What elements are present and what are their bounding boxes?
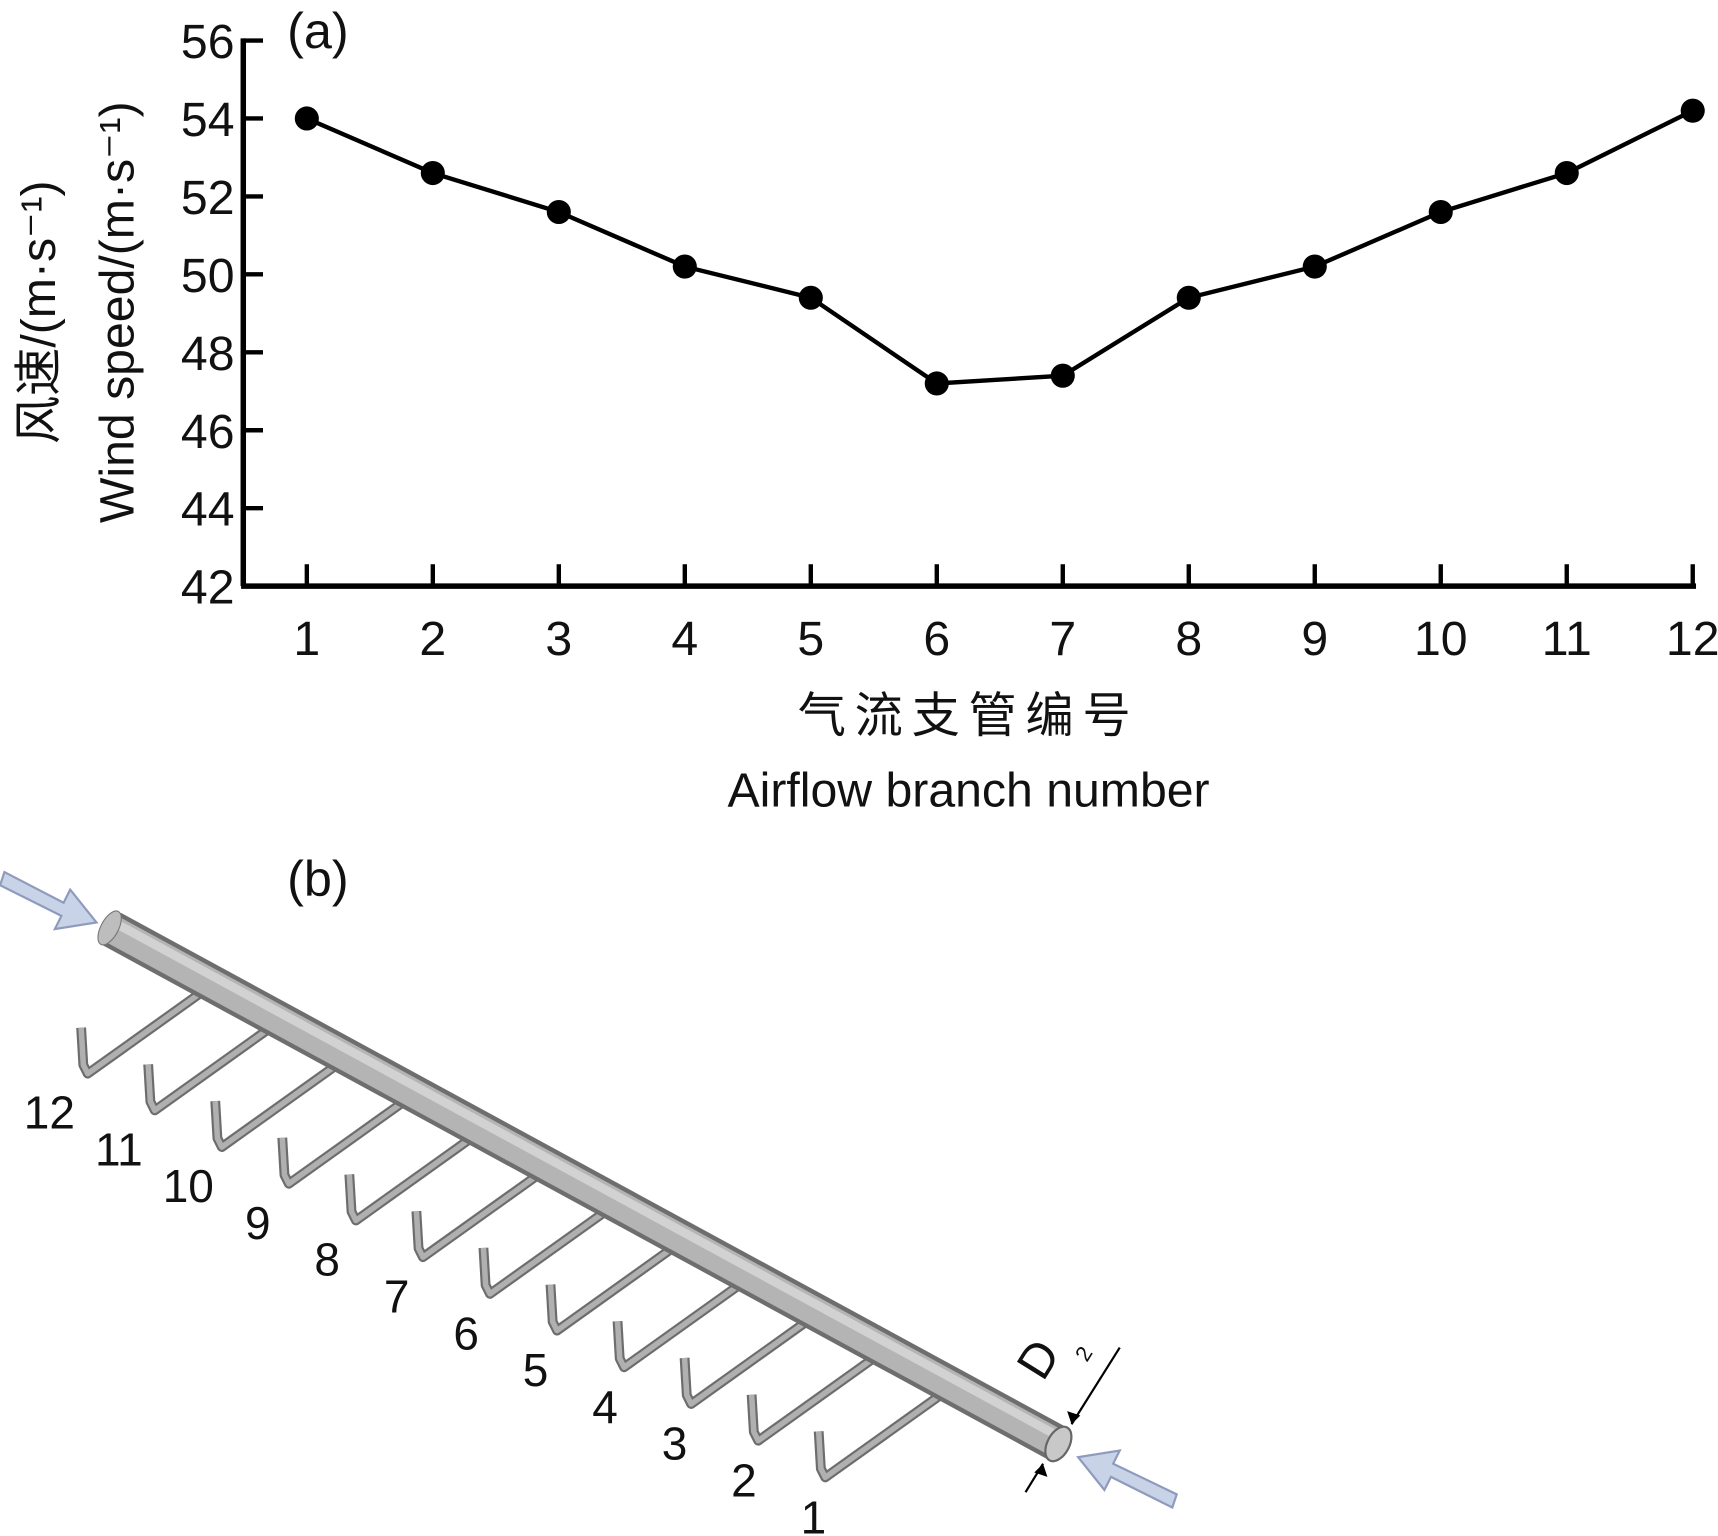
chart-axes [240, 38, 1697, 589]
branch-label: 12 [24, 1086, 75, 1138]
y-tick-label: 42 [181, 561, 235, 615]
data-point [546, 199, 571, 225]
branch-label: 7 [384, 1271, 410, 1323]
data-point [294, 106, 319, 131]
data-point [1428, 199, 1453, 225]
x-tick-label: 6 [923, 612, 950, 666]
x-tick-label: 3 [545, 612, 572, 666]
dimension-label: D [1007, 1330, 1071, 1388]
y-tick-label: 54 [181, 93, 235, 147]
branch-label: 5 [523, 1344, 549, 1396]
data-point [1302, 254, 1327, 279]
x-tick-label: 1 [293, 612, 320, 666]
data-point [1554, 160, 1579, 186]
series-points [294, 98, 1705, 396]
x-tick-label: 12 [1666, 612, 1718, 666]
branch-label: 4 [592, 1381, 618, 1433]
inlet-arrow-right [1076, 1449, 1179, 1510]
x-tick-label: 10 [1414, 612, 1468, 666]
airflow-branches [76, 987, 944, 1483]
data-point [924, 371, 949, 396]
data-point [1680, 98, 1705, 123]
x-axis-label: Airflow branch number [728, 763, 1210, 817]
data-point [798, 285, 823, 310]
y-tick-label: 52 [181, 171, 235, 225]
x-tick-label: 5 [797, 612, 824, 666]
x-tick-label: 2 [419, 612, 446, 666]
x-axis-label-cn: 气流支管编号 [798, 689, 1140, 743]
inlet-arrow-left [0, 870, 99, 931]
main-pipe [97, 910, 1073, 1463]
y-tick-label: 44 [181, 483, 235, 537]
y-tick-label: 46 [181, 405, 235, 459]
data-point [1050, 363, 1075, 388]
x-tick-label: 9 [1301, 612, 1328, 666]
panel-a-label: (a) [287, 2, 349, 59]
data-point [1176, 285, 1201, 310]
branch-label: 3 [662, 1418, 688, 1470]
branch-label: 9 [245, 1197, 271, 1249]
x-tick-label: 11 [1542, 612, 1592, 666]
y-tick-label: 48 [181, 327, 235, 381]
x-tick-label: 4 [671, 612, 698, 666]
dimension-subscript: 2 [1070, 1342, 1098, 1366]
y-axis-label: Wind speed/(m·s⁻¹) [91, 101, 145, 523]
data-point [672, 254, 697, 279]
series-line [305, 108, 1694, 386]
branch-label: 8 [314, 1234, 340, 1286]
branch-label: 11 [95, 1123, 143, 1175]
branch-label: 2 [731, 1455, 757, 1507]
data-point [420, 160, 445, 186]
y-axis-label-cn: 风速/(m·s⁻¹) [12, 180, 66, 444]
panel-b-label: (b) [287, 850, 349, 907]
branch-label: 6 [453, 1307, 479, 1359]
x-tick-label: 8 [1175, 612, 1202, 666]
branch-label: 1 [801, 1491, 827, 1536]
y-tick-label: 50 [181, 249, 235, 303]
y-ticks: 42 44 46 48 50 52 54 56 [181, 15, 264, 615]
branch-label: 10 [163, 1160, 214, 1212]
y-tick-label: 56 [181, 15, 235, 69]
x-tick-label: 7 [1049, 612, 1076, 666]
